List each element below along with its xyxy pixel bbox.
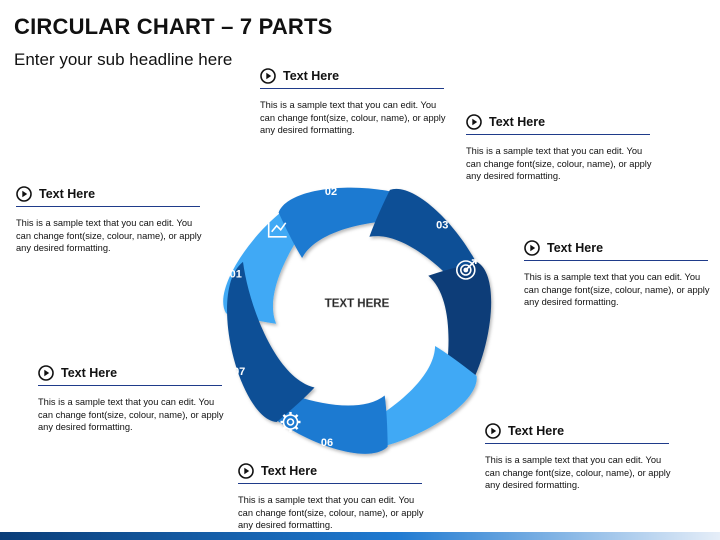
callout-divider [238,483,422,484]
callout-body: This is a sample text that you can edit.… [38,397,224,433]
callout-title: Text Here [547,241,604,255]
callout-06: Text Here This is a sample text that you… [238,461,438,532]
play-icon [485,423,501,439]
play-icon [466,114,482,130]
callout-title: Text Here [61,366,118,380]
callout-body: This is a sample text that you can edit.… [466,146,652,182]
chart-trend-icon [267,219,287,238]
target-icon [455,259,477,280]
callout-01: Text Here This is a sample text that you… [16,184,216,255]
play-icon [16,186,32,202]
blade-segment-05 [327,346,477,451]
callout-body: This is a sample text that you can edit.… [524,272,710,308]
blade-segment-03 [369,188,490,323]
callout-body: This is a sample text that you can edit.… [485,455,671,491]
page-subtitle: Enter your sub headline here [14,50,233,69]
callout-title: Text Here [508,424,565,438]
callout-07: Text Here This is a sample text that you… [38,363,238,434]
footer-bar [0,532,720,540]
play-icon [238,463,254,479]
segment-number-label: 06 [321,437,333,449]
callout-body: This is a sample text that you can edit.… [16,218,202,254]
segment-number-label: 05 [444,431,456,443]
callout-divider [38,385,222,386]
blade-segment-04 [428,262,492,421]
segment-number-label: 03 [436,219,448,231]
callout-divider [485,443,669,444]
callout-02: Text Here This is a sample text that you… [260,66,460,137]
callout-body: This is a sample text that you can edit.… [260,100,446,136]
segment-number-label: 02 [325,186,337,198]
play-icon [524,240,540,256]
segment-number-label: 04 [501,324,514,336]
callout-divider [466,134,650,135]
callout-divider [16,206,200,207]
play-icon [260,68,276,84]
callout-title: Text Here [489,115,546,129]
callout-03: Text Here This is a sample text that you… [466,112,666,183]
blade-segment-07 [227,261,315,422]
center-label: TEXT HERE [325,298,390,310]
gear-icon [280,412,301,432]
callout-05: Text Here This is a sample text that you… [485,421,685,492]
callout-title: Text Here [261,464,318,478]
page-title: CIRCULAR CHART – 7 PARTS [14,14,333,39]
play-icon [38,365,54,381]
callout-divider [524,260,708,261]
callout-04: Text Here This is a sample text that you… [524,238,720,309]
segment-number-label: 01 [230,269,242,281]
callout-divider [260,88,444,89]
callout-body: This is a sample text that you can edit.… [238,495,424,531]
callout-title: Text Here [39,187,96,201]
segment-number-label: 07 [233,366,245,378]
callout-title: Text Here [283,69,340,83]
